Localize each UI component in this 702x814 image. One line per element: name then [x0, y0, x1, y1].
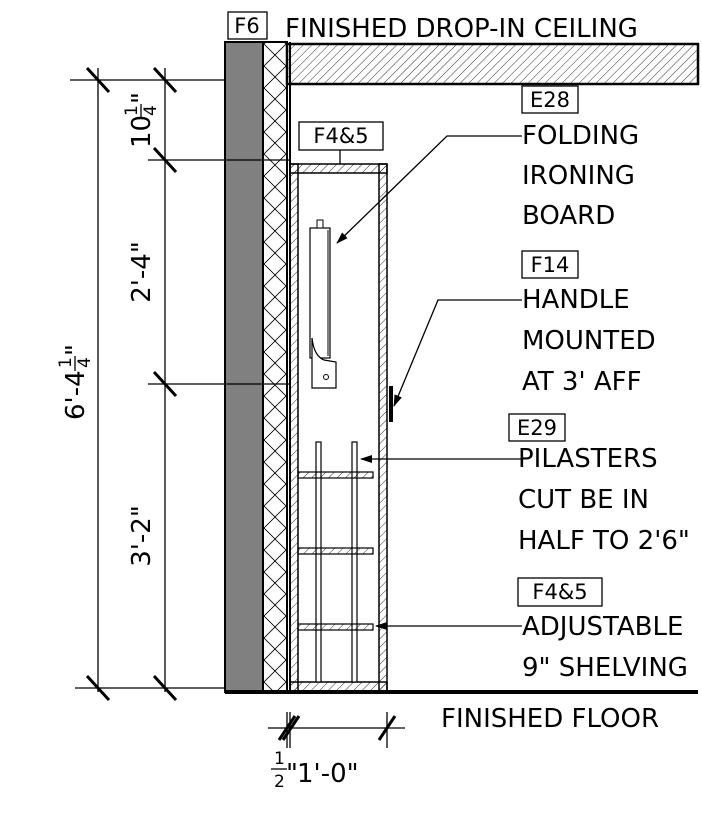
dimension-overall-whole: 6'-4 — [61, 370, 91, 420]
label-floor: FINISHED FLOOR — [441, 704, 659, 734]
shelf-lower — [297, 623, 374, 631]
dimension-upper: 2'-4" — [127, 241, 157, 303]
dimension-top-gap-num: 1 — [122, 105, 142, 116]
horizontal-dimension — [268, 712, 405, 748]
tag-cabinet-top: F4&5 — [298, 121, 384, 151]
dimension-top-gap-whole: 10 — [127, 115, 157, 148]
ironing-board-screw — [323, 374, 329, 380]
vertical-dimensions — [70, 66, 290, 702]
label-ceiling: FINISHED DROP-IN CEILING — [285, 14, 638, 44]
ironing-board-bracket — [311, 337, 337, 389]
label-ironing-1: FOLDING — [522, 121, 639, 151]
tag-ceiling: F6 — [227, 11, 268, 40]
ironing-board-cap — [316, 219, 324, 229]
tag-handle-text: F14 — [531, 253, 570, 277]
dimension-lower: 3'-2" — [127, 505, 157, 567]
cabinet-top-panel — [289, 163, 388, 174]
label-shelving-2: 9" SHELVING — [522, 653, 688, 683]
dimension-top-gap: 10 1 4 " — [122, 92, 161, 148]
tag-ceiling-text: F6 — [234, 14, 259, 38]
ironing-board-body — [309, 227, 331, 359]
shelves — [297, 471, 374, 631]
tag-shelving: F4&5 — [517, 577, 603, 607]
dimension-gap-den: 2 — [274, 772, 285, 792]
dimension-depth: 1'-0" — [297, 759, 359, 789]
label-handle-2: MOUNTED — [522, 326, 656, 356]
wall-assembly — [224, 41, 291, 693]
label-handle-3: AT 3' AFF — [522, 367, 642, 397]
dimension-gap-unit: " — [286, 759, 298, 789]
leader-lines — [336, 135, 522, 630]
cabinet-left-side — [289, 163, 299, 692]
label-pilasters-2: CUT BE IN — [518, 485, 649, 515]
label-pilasters-1: PILASTERS — [518, 444, 658, 474]
dimension-gap-num: 1 — [274, 749, 285, 769]
pilasters — [315, 441, 358, 683]
label-ironing-2: IRONING — [522, 161, 635, 191]
tag-shelving-text: F4&5 — [532, 580, 587, 604]
cabinet — [289, 163, 388, 692]
cabinet-right-side — [378, 163, 388, 692]
label-ironing-3: BOARD — [522, 201, 615, 231]
label-shelving-1: ADJUSTABLE — [522, 612, 683, 642]
label-handle-1: HANDLE — [522, 285, 630, 315]
dimension-gap: 1 2 " — [271, 749, 298, 792]
tag-ironing-text: E28 — [530, 88, 570, 112]
insulation-layer — [262, 41, 288, 693]
dimension-top-gap-unit: " — [127, 92, 157, 104]
dimension-overall: 6'-4 1 4 " — [56, 344, 95, 420]
tag-pilasters-text: E29 — [517, 416, 557, 440]
pilaster-left — [315, 441, 322, 683]
dimension-overall-num: 1 — [56, 357, 76, 368]
pilaster-right — [351, 441, 358, 683]
tag-ironing: E28 — [521, 85, 579, 114]
leader-handle — [393, 299, 522, 407]
stud-wall — [224, 41, 264, 693]
tag-cabinet-top-text: F4&5 — [313, 124, 368, 148]
label-pilasters-3: HALF TO 2'6" — [518, 526, 690, 556]
shelf-upper — [297, 471, 374, 479]
dimension-top-gap-den: 4 — [141, 105, 161, 116]
leader-ironing — [336, 135, 522, 244]
dimension-overall-unit: " — [61, 344, 91, 356]
dimension-overall-den: 4 — [75, 357, 95, 368]
cabinet-handle — [389, 386, 393, 422]
tag-pilasters: E29 — [508, 413, 566, 442]
shelf-middle — [297, 547, 374, 555]
cabinet-bottom-panel — [289, 681, 388, 692]
tag-handle: F14 — [521, 250, 579, 279]
ceiling-slab — [285, 42, 700, 86]
ironing-board — [309, 219, 337, 389]
